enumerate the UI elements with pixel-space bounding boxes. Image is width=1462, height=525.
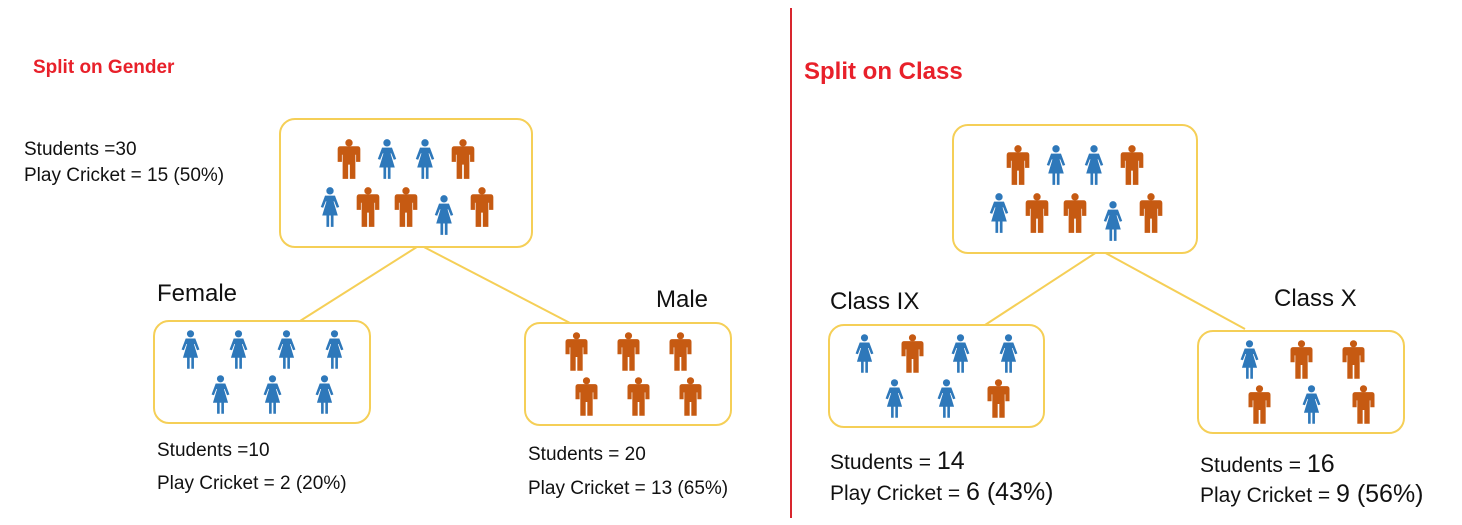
female-person-icon (1084, 145, 1104, 185)
male-person-icon (1139, 193, 1163, 233)
male-person-icon (617, 332, 640, 371)
male-person-icon (1352, 385, 1375, 424)
female-person-icon (1046, 145, 1066, 185)
female-person-icon (885, 379, 904, 418)
male-person-icon (337, 139, 361, 179)
male-person-icon (1248, 385, 1271, 424)
right-heading: Split on Class (804, 58, 963, 85)
connector-left-root-male (419, 244, 571, 324)
female-person-icon (1302, 385, 1321, 424)
class-ix-play-cricket: Play Cricket = 6 (43%) (830, 477, 1054, 508)
class-x-play-label: Play Cricket = (1200, 484, 1331, 507)
connector-left-root-female (299, 244, 421, 322)
male-person-icon (575, 377, 598, 416)
class-x-students-label: Students = (1200, 454, 1301, 477)
class-ix-students-value: 14 (936, 447, 965, 475)
connector-right-root-classx (1099, 249, 1246, 330)
female-play-cricket: Play Cricket = 2 (20%) (157, 473, 347, 494)
female-person-icon (320, 187, 340, 227)
female-person-icon (377, 139, 397, 179)
connector-right-root-classix (984, 249, 1101, 326)
class-x-play-value: 9 (56%) (1335, 480, 1424, 508)
class-x-students: Students = 16 (1200, 449, 1335, 480)
female-person-icon (181, 330, 200, 369)
female-label: Female (157, 280, 238, 307)
female-person-icon (263, 375, 282, 414)
male-person-icon (1290, 340, 1313, 379)
female-person-icon (937, 379, 956, 418)
female-person-icon (229, 330, 248, 369)
female-person-icon (989, 193, 1009, 233)
class-ix-students-label: Students = (830, 451, 931, 474)
male-box (524, 322, 732, 426)
left-heading: Split on Gender (33, 57, 175, 78)
male-person-icon (679, 377, 702, 416)
female-person-icon (277, 330, 296, 369)
class-ix-play-label: Play Cricket = (830, 482, 961, 505)
male-person-icon (1063, 193, 1087, 233)
male-label: Male (656, 286, 709, 313)
panel-divider (790, 8, 792, 518)
female-students: Students =10 (157, 440, 270, 461)
male-students: Students = 20 (528, 444, 646, 465)
male-play-cricket: Play Cricket = 13 (65%) (528, 478, 729, 499)
class-ix-play-value: 6 (43%) (965, 478, 1054, 506)
female-person-icon (1103, 201, 1123, 241)
left-root-play-cricket: Play Cricket = 15 (50%) (24, 165, 225, 186)
right-root-box (952, 124, 1198, 254)
class-x-label: Class X (1274, 285, 1357, 312)
female-person-icon (434, 195, 454, 235)
female-box (153, 320, 371, 424)
class-x-students-value: 16 (1306, 450, 1335, 478)
male-person-icon (1342, 340, 1365, 379)
female-person-icon (325, 330, 344, 369)
female-person-icon (1240, 340, 1259, 379)
female-person-icon (315, 375, 334, 414)
male-person-icon (451, 139, 475, 179)
left-root-box (279, 118, 533, 248)
male-person-icon (394, 187, 418, 227)
female-person-icon (855, 334, 874, 373)
female-person-icon (951, 334, 970, 373)
class-ix-students: Students = 14 (830, 446, 965, 477)
male-person-icon (627, 377, 650, 416)
class-x-play-cricket: Play Cricket = 9 (56%) (1200, 479, 1424, 510)
male-person-icon (1120, 145, 1144, 185)
male-person-icon (901, 334, 924, 373)
male-person-icon (470, 187, 494, 227)
class-ix-box (828, 324, 1045, 428)
male-person-icon (1006, 145, 1030, 185)
male-person-icon (356, 187, 380, 227)
female-person-icon (999, 334, 1018, 373)
female-person-icon (415, 139, 435, 179)
class-x-box (1197, 330, 1405, 434)
class-ix-label: Class IX (830, 288, 920, 315)
male-person-icon (1025, 193, 1049, 233)
male-person-icon (565, 332, 588, 371)
male-person-icon (987, 379, 1010, 418)
left-root-students: Students =30 (24, 139, 137, 160)
female-person-icon (211, 375, 230, 414)
male-person-icon (669, 332, 692, 371)
